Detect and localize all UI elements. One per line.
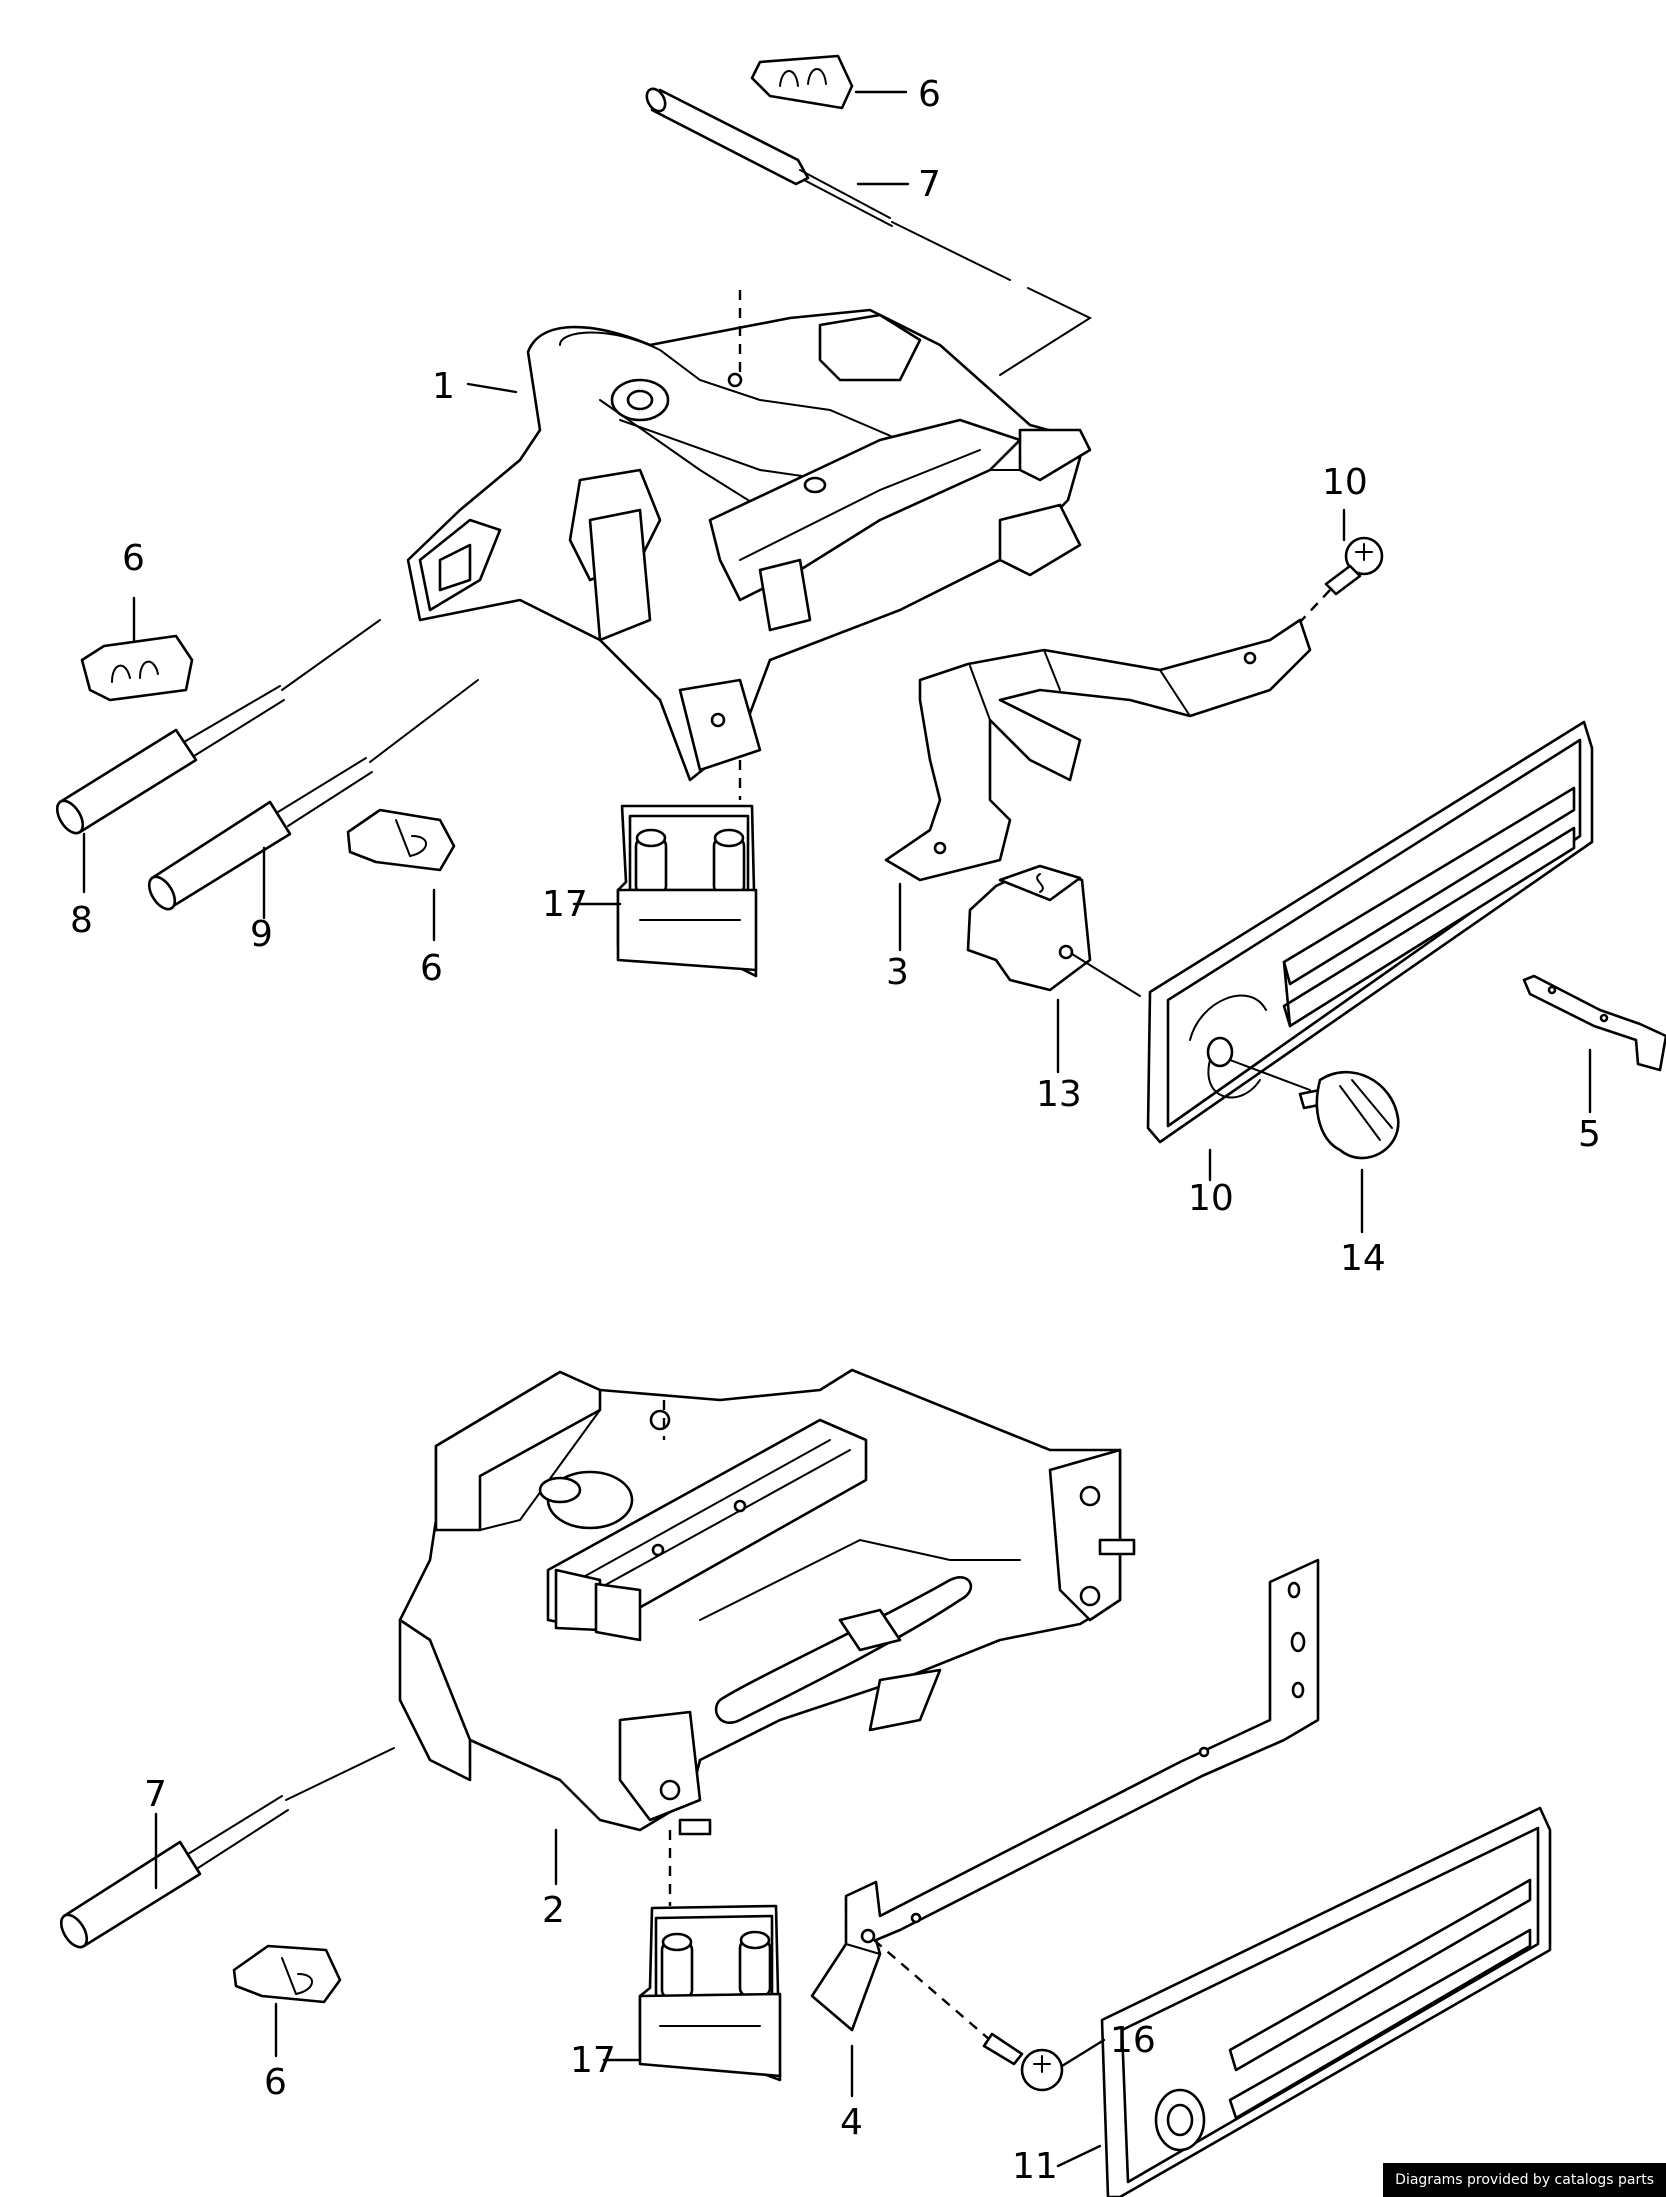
bracket-part-3	[884, 618, 1312, 882]
callout-7-bottom: 7	[144, 1774, 167, 1815]
clip-top: AA	[750, 54, 854, 110]
relay-17-bottom	[638, 1904, 782, 2082]
leader-lines	[82, 90, 1592, 2168]
callout-14: 14	[1340, 1238, 1386, 1279]
knob-14	[1298, 1070, 1400, 1160]
bracket-part-4	[810, 1558, 1320, 2041]
callout-6-left: 6	[122, 538, 145, 579]
callout-5: 5	[1578, 1114, 1601, 1155]
cable-8	[55, 619, 381, 835]
screw-16	[982, 2032, 1064, 2092]
callout-6-bottom: 6	[264, 2062, 287, 2103]
callout-6-top: 6	[918, 74, 941, 115]
callout-numbers: 6 7 1 6 8 9 6 17 3 13 10 14 5 10 7 2 6 1…	[70, 74, 1601, 2187]
callout-13: 13	[1036, 1074, 1082, 1115]
callout-9: 9	[250, 914, 273, 955]
callout-4: 4	[840, 2102, 863, 2143]
callout-2: 2	[542, 1890, 565, 1931]
cable-top	[645, 87, 1093, 376]
callout-17-top: 17	[542, 884, 588, 925]
credit-caption: Diagrams provided by catalogs parts	[1383, 2163, 1666, 2197]
callout-6-mid: 6	[420, 948, 443, 989]
cable-9	[147, 679, 479, 911]
relay-17-top	[616, 804, 758, 978]
callout-17-bottom: 17	[570, 2040, 616, 2081]
housing-part-1	[406, 290, 1092, 800]
callout-3: 3	[886, 952, 909, 993]
callout-10: 10	[1188, 1178, 1234, 1219]
clip-bottom: B	[232, 1944, 342, 2004]
panel-part-11	[1100, 1806, 1552, 2197]
clip-left: AA	[80, 634, 194, 702]
callout-16: 16	[1110, 2020, 1156, 2061]
callout-10-screw: 10	[1322, 462, 1368, 503]
housing-part-2	[398, 1368, 1136, 1906]
lever-part-5	[1522, 974, 1666, 1072]
callout-8: 8	[70, 900, 93, 941]
callout-11: 11	[1012, 2146, 1058, 2187]
screw-10	[1299, 536, 1384, 623]
callout-1: 1	[432, 366, 455, 407]
clip-mid: B	[346, 808, 456, 872]
panel-part-10	[1146, 720, 1594, 1144]
switch-13	[966, 864, 1141, 997]
cable-bottom	[59, 1747, 395, 1949]
callout-7-top: 7	[918, 164, 941, 205]
